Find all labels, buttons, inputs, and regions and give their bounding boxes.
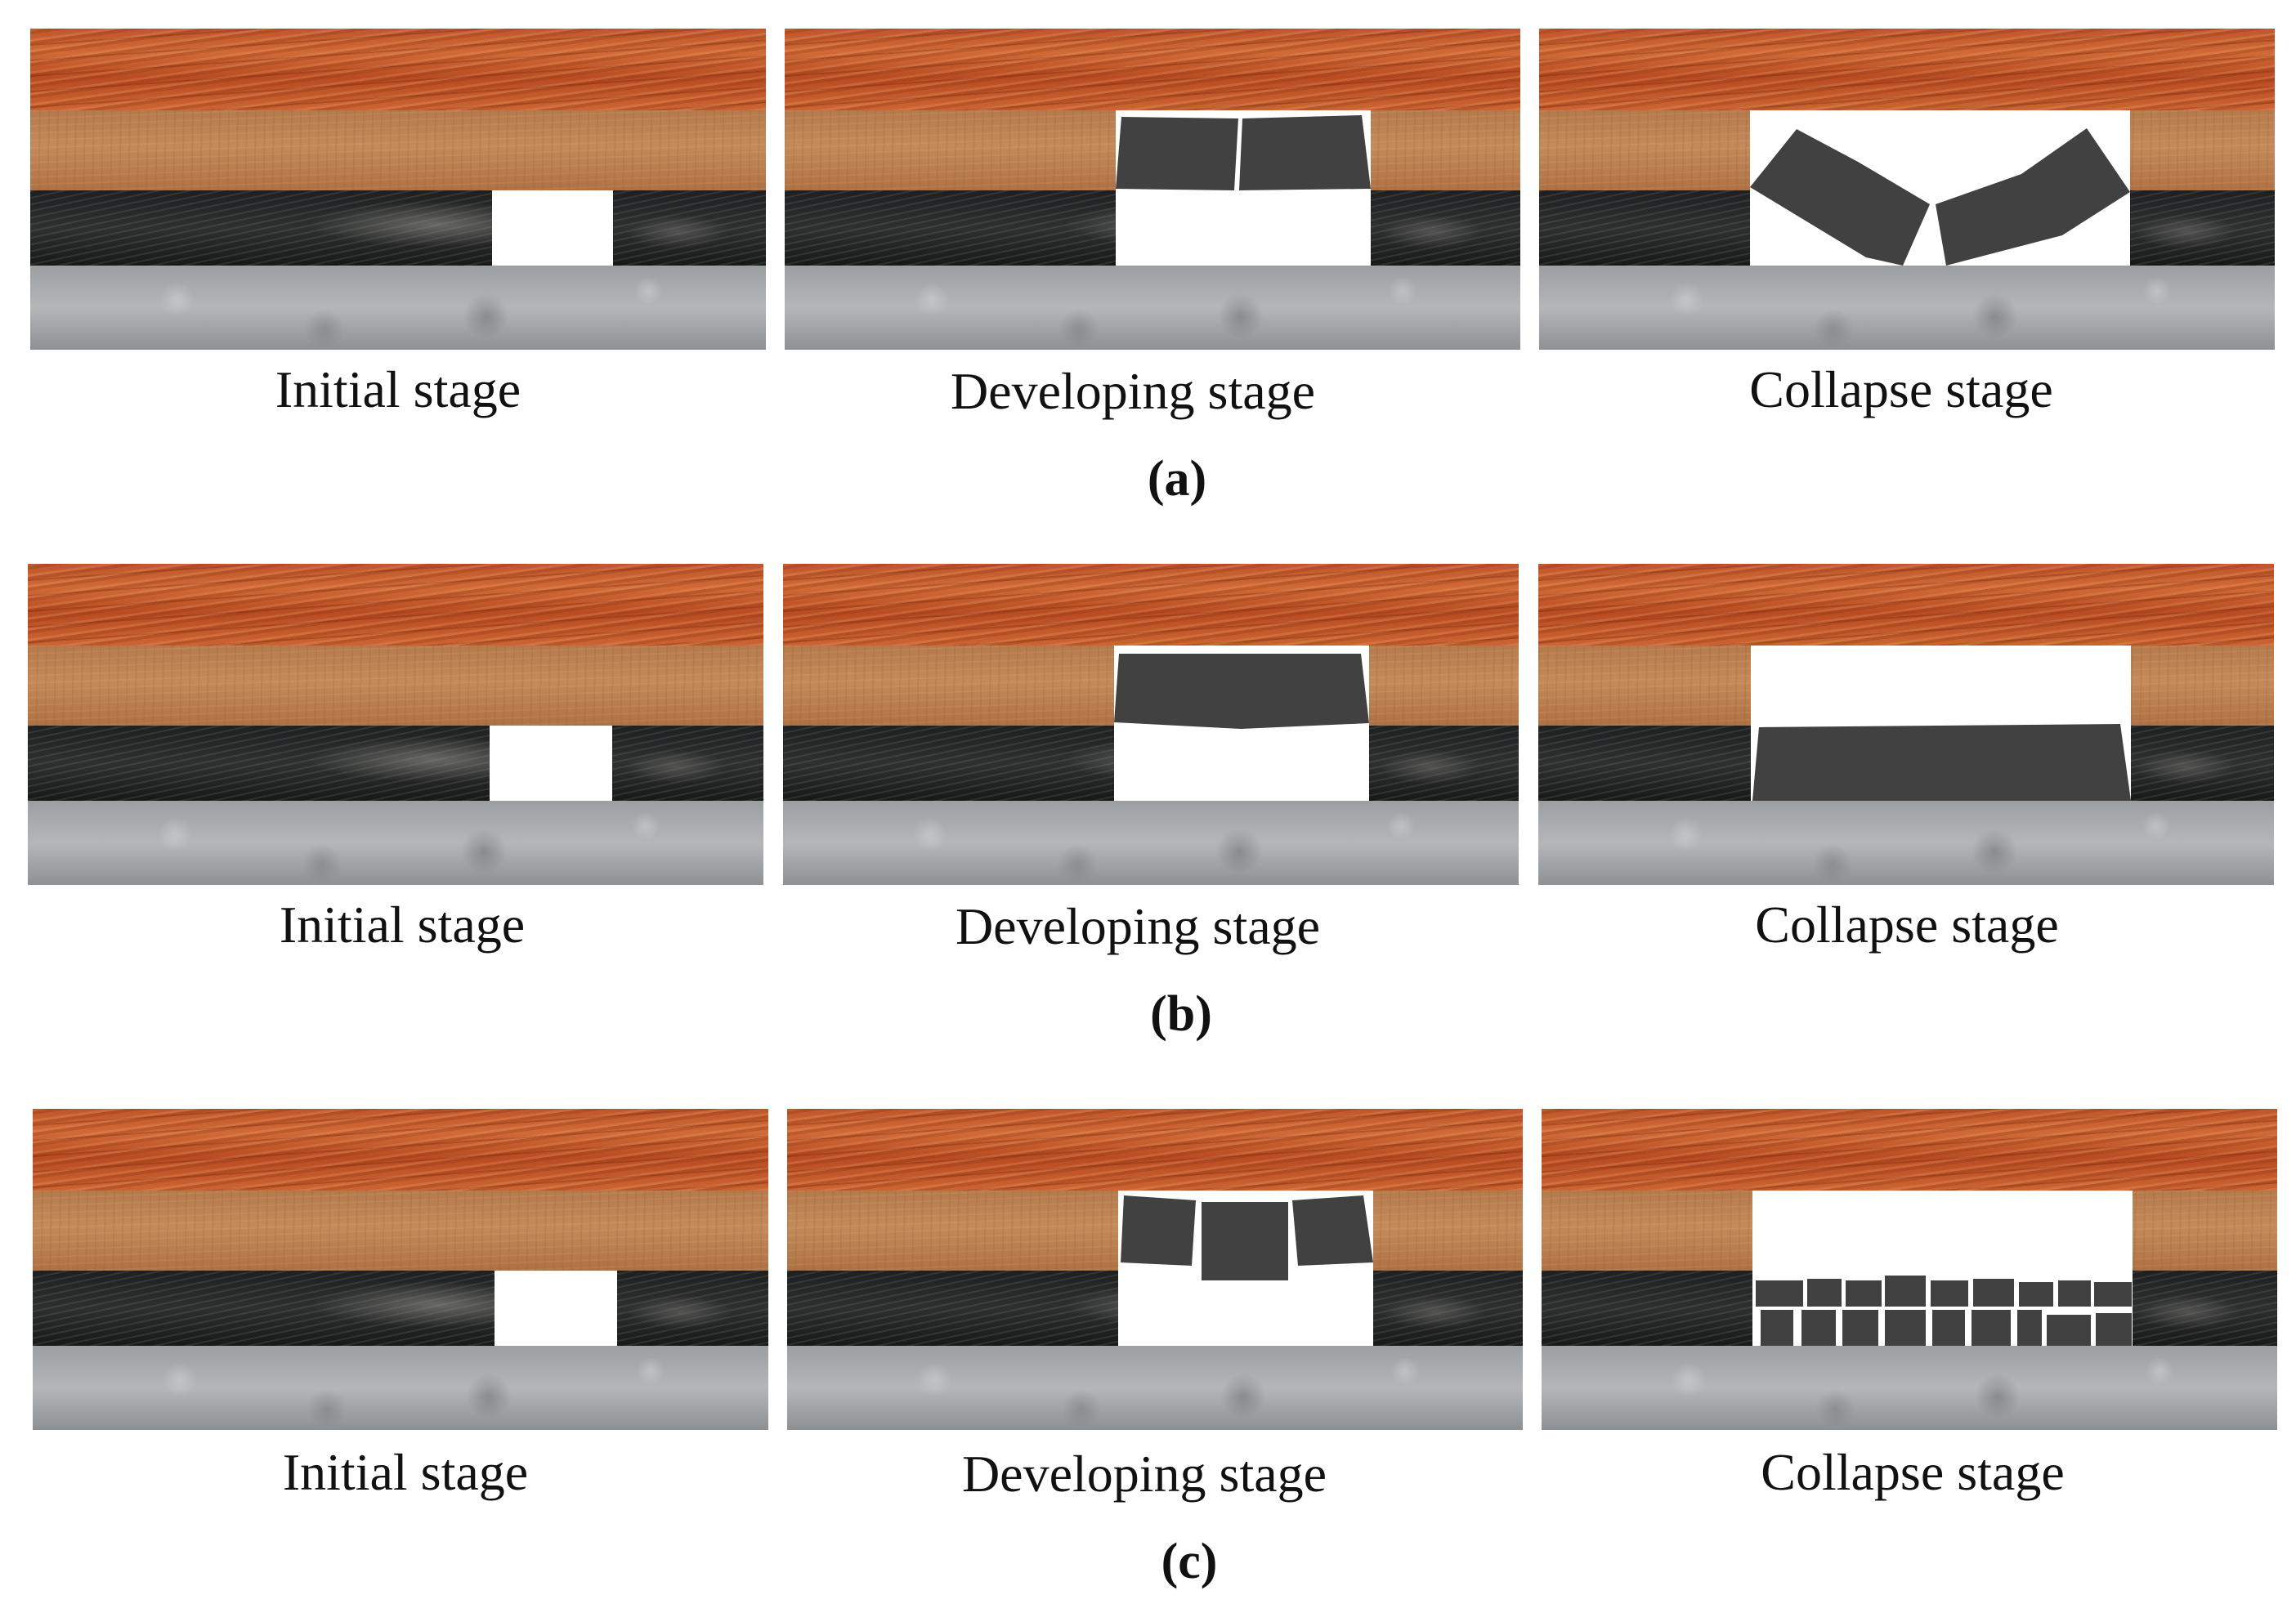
floor-rock-layer (33, 1346, 768, 1430)
coal-seam-layer (33, 1271, 768, 1346)
panel-b-initial (28, 564, 763, 885)
roof-blocks (1116, 115, 1371, 190)
roof-blocks (1750, 128, 2130, 266)
coal-seam-layer (30, 190, 766, 266)
roof-block (2094, 1282, 2132, 1307)
roof-block (1932, 1310, 1965, 1346)
floor-rock-layer (785, 266, 1520, 350)
roof-block (2047, 1315, 2091, 1346)
floor-rock-layer (30, 266, 766, 350)
roof-blocks (1121, 1195, 1373, 1280)
panel-c-collapse (1542, 1109, 2277, 1430)
floor-rock-layer (28, 801, 763, 885)
stage-label-collapse: Collapse stage (1749, 360, 2053, 418)
sandstone-layer (787, 1109, 1523, 1191)
sandstone-layer (28, 564, 763, 646)
roof-block (1756, 1280, 1803, 1307)
sandstone-layer (1542, 1109, 2277, 1191)
sandstone-layer (785, 29, 1520, 110)
roof-block (1972, 1310, 2011, 1346)
stage-label-developing: Developing stage (955, 897, 1321, 955)
panel-a-collapse (1539, 29, 2275, 350)
roof-block (1202, 1202, 1288, 1280)
panel-c-developing (787, 1109, 1523, 1430)
roof-block (1885, 1310, 1926, 1346)
roof-block (1121, 1195, 1196, 1266)
stage-label-initial: Initial stage (279, 896, 526, 954)
panel-a-initial (30, 29, 766, 350)
roof-block (1750, 129, 1930, 266)
roof-block (2019, 1282, 2053, 1307)
mudstone-layer (33, 1191, 768, 1271)
roof-block (1752, 724, 2131, 801)
stage-label-initial: Initial stage (275, 360, 521, 418)
roof-block (1801, 1310, 1836, 1346)
roof-block (1885, 1276, 1926, 1307)
stage-label-developing: Developing stage (950, 362, 1316, 420)
figure-caption-a: (a) (1147, 451, 1207, 507)
roof-block (2017, 1310, 2042, 1346)
goaf-cavity (490, 726, 612, 801)
sandstone-layer (783, 564, 1519, 646)
sandstone-layer (1538, 564, 2274, 646)
floor-rock-layer (1538, 801, 2274, 885)
roof-blocks (1114, 654, 1369, 729)
roof-block (1761, 1310, 1793, 1346)
roof-block (1936, 128, 2130, 266)
sandstone-layer (33, 1109, 768, 1191)
floor-rock-layer (1542, 1346, 2277, 1430)
panel-c-initial (33, 1109, 768, 1430)
roof-block (1114, 654, 1369, 729)
stage-label-collapse: Collapse stage (1761, 1443, 2065, 1501)
goaf-cavity (495, 1271, 617, 1346)
goaf-cavity (492, 190, 613, 266)
panel-a-developing (785, 29, 1520, 350)
roof-block (1973, 1279, 2014, 1307)
roof-block (1292, 1195, 1373, 1266)
floor-rock-layer (787, 1346, 1523, 1430)
roof-block (1846, 1280, 1882, 1307)
roof-block (2058, 1280, 2091, 1307)
mudstone-layer (30, 110, 766, 190)
roof-block (1239, 115, 1371, 190)
stage-label-initial: Initial stage (282, 1443, 529, 1501)
roof-block (2096, 1313, 2132, 1346)
figure-caption-c: (c) (1161, 1534, 1218, 1589)
floor-rock-layer (783, 801, 1519, 885)
floor-rock-layer (1539, 266, 2275, 350)
stage-label-collapse: Collapse stage (1755, 896, 2059, 954)
panel-b-developing (783, 564, 1519, 885)
stage-label-developing: Developing stage (961, 1445, 1327, 1503)
sandstone-layer (30, 29, 766, 110)
roof-blocks (1752, 724, 2131, 801)
figure-caption-b: (b) (1150, 986, 1212, 1042)
panel-b-collapse (1538, 564, 2274, 885)
roof-block (1931, 1280, 1968, 1307)
roof-blocks (1756, 1276, 2132, 1346)
roof-block (1842, 1310, 1878, 1346)
sandstone-layer (1539, 29, 2275, 110)
mudstone-layer (28, 646, 763, 726)
roof-block (1116, 117, 1238, 190)
coal-seam-layer (28, 726, 763, 801)
roof-block (1807, 1279, 1842, 1307)
